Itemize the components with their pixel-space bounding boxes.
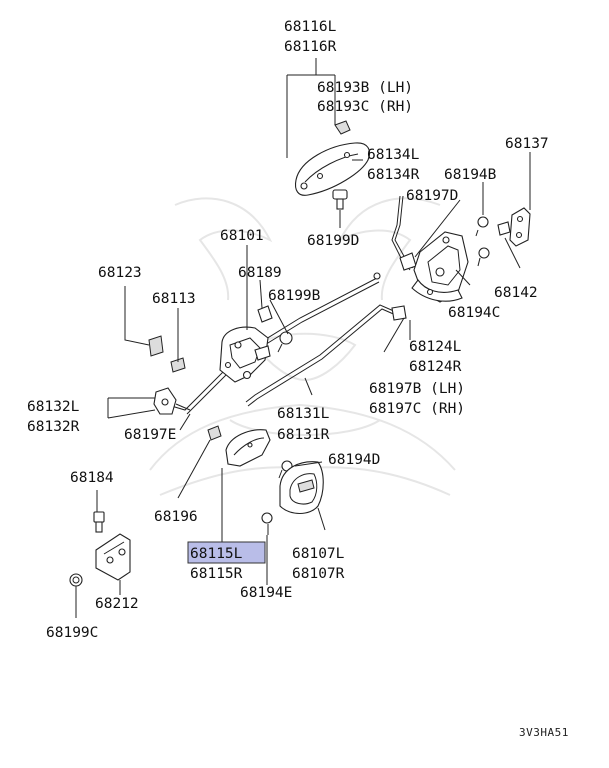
pad-68123: [148, 335, 164, 357]
rod-clip-68197d: [399, 252, 417, 271]
door-check-68212: [95, 533, 131, 581]
rod-clip-68124: [391, 305, 407, 321]
screw-68194c: [477, 247, 490, 267]
label-68184: 68184: [70, 470, 114, 486]
label-68124l: 68124L: [409, 339, 462, 355]
label-68131r: 68131R: [277, 427, 330, 443]
screw-68194b: [475, 216, 489, 237]
label-68131l: 68131L: [277, 406, 330, 422]
bolt-68199d: [332, 189, 348, 210]
label-68193c: 68193C (RH): [317, 99, 413, 115]
door-lock-actuator: [219, 326, 271, 383]
label-68134r: 68134R: [367, 167, 420, 183]
bolt-68184: [93, 511, 105, 533]
label-68134l: 68134L: [367, 147, 420, 163]
label-68107l: 68107L: [292, 546, 345, 562]
part-labels: 68116L 68116R 68193B (LH) 68193C (RH) 68…: [27, 19, 549, 641]
label-68212: 68212: [95, 596, 139, 612]
label-68115r: 68115R: [190, 566, 243, 582]
label-68199c: 68199C: [46, 625, 98, 641]
label-68197c: 68197C (RH): [369, 401, 465, 417]
screw-68194e: [261, 512, 273, 535]
label-68115l: 68115L: [190, 546, 243, 562]
pad-68113: [170, 357, 186, 373]
handle-clip: [334, 120, 351, 135]
part-68189: [257, 305, 273, 323]
label-68194c: 68194C: [448, 305, 500, 321]
screw-68199b: [277, 331, 293, 353]
label-68197e: 68197E: [124, 427, 176, 443]
label-68116r: 68116R: [284, 39, 337, 55]
bolt-68199c: [69, 573, 83, 587]
highlight-box-68115l: [187, 541, 266, 564]
label-68189: 68189: [238, 265, 282, 281]
inside-handle: [225, 429, 271, 467]
label-68123: 68123: [98, 265, 142, 281]
link-assembly-68132: [153, 387, 191, 415]
label-68137: 68137: [505, 136, 549, 152]
leader-lines: [75, 58, 531, 618]
label-68116l: 68116L: [284, 19, 337, 35]
striker-plate: [497, 207, 531, 247]
label-68113: 68113: [152, 291, 196, 307]
door-latch-assembly: [411, 231, 469, 303]
pad-68196: [207, 425, 222, 441]
outside-handle: [294, 142, 371, 196]
label-68101: 68101: [220, 228, 264, 244]
diagram-code: 3V3HA51: [519, 726, 569, 739]
label-68199b: 68199B: [268, 288, 321, 304]
label-68197b: 68197B (LH): [369, 381, 465, 397]
label-68196: 68196: [154, 509, 198, 525]
label-68193b: 68193B (LH): [317, 80, 413, 96]
label-68197d: 68197D: [406, 188, 458, 204]
watermark-emblem: [149, 197, 456, 496]
label-68194d: 68194D: [328, 452, 380, 468]
lock-rod-68124: [245, 304, 399, 407]
label-68194b: 68194B: [444, 167, 497, 183]
label-68107r: 68107R: [292, 566, 345, 582]
label-68124r: 68124R: [409, 359, 462, 375]
label-68142: 68142: [494, 285, 538, 301]
label-68132l: 68132L: [27, 399, 80, 415]
label-68194e: 68194E: [240, 585, 292, 601]
handle-escutcheon: [279, 461, 324, 515]
label-68199d: 68199D: [307, 233, 359, 249]
label-68132r: 68132R: [27, 419, 80, 435]
